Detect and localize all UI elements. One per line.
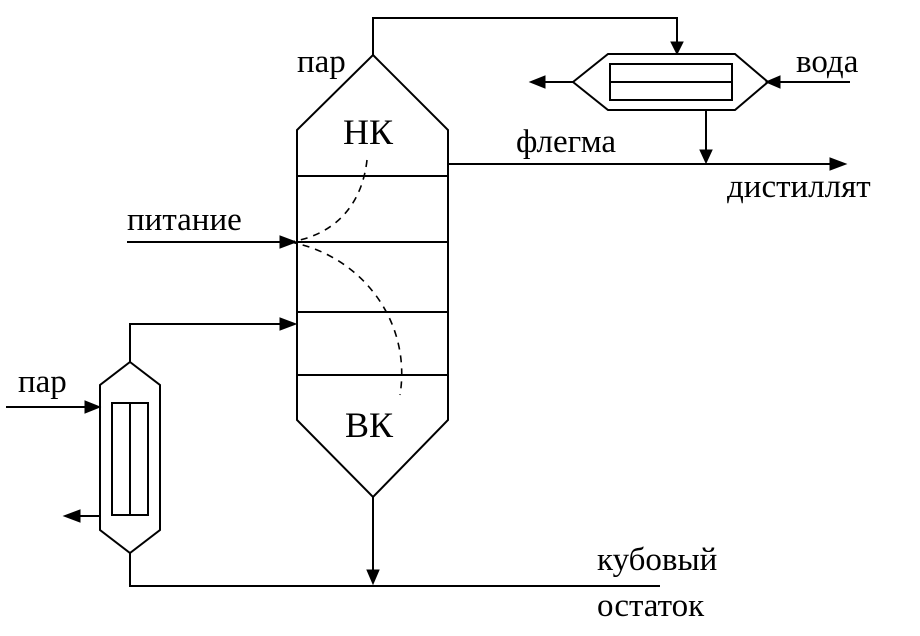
reflux-label: флегма bbox=[516, 124, 616, 160]
light-key-profile-curve bbox=[289, 159, 368, 243]
distillate-arrow bbox=[829, 157, 848, 171]
heavy-key-profile-curve bbox=[289, 241, 403, 396]
steam-inlet-arrow bbox=[84, 400, 102, 414]
steam-left-label: пар bbox=[18, 364, 67, 400]
water-label: вода bbox=[796, 44, 859, 80]
feed-arrow bbox=[279, 235, 298, 249]
water-inlet-arrow bbox=[764, 75, 781, 89]
bottoms-line bbox=[129, 553, 660, 587]
distillate-label: дистиллят bbox=[727, 169, 871, 205]
reboiler-vapor-arrow bbox=[279, 317, 298, 331]
condensate-arrow bbox=[699, 149, 713, 165]
arrow-into-condenser bbox=[670, 41, 684, 56]
heavy-key-label: ВК bbox=[345, 405, 394, 445]
reboiler-vapor-return-line bbox=[129, 323, 280, 362]
bottoms-label-line2: остаток bbox=[597, 588, 705, 624]
light-key-label: НК bbox=[343, 112, 394, 152]
column-bottom-arrow bbox=[366, 569, 380, 586]
overhead-vapor-line bbox=[372, 17, 678, 55]
steam-top-label: пар bbox=[297, 44, 346, 80]
reboiler-condensate-arrow bbox=[62, 509, 81, 523]
feed-label: питание bbox=[127, 202, 242, 238]
bottoms-label-line1: кубовый bbox=[597, 542, 717, 578]
water-outlet-arrow bbox=[528, 75, 546, 89]
